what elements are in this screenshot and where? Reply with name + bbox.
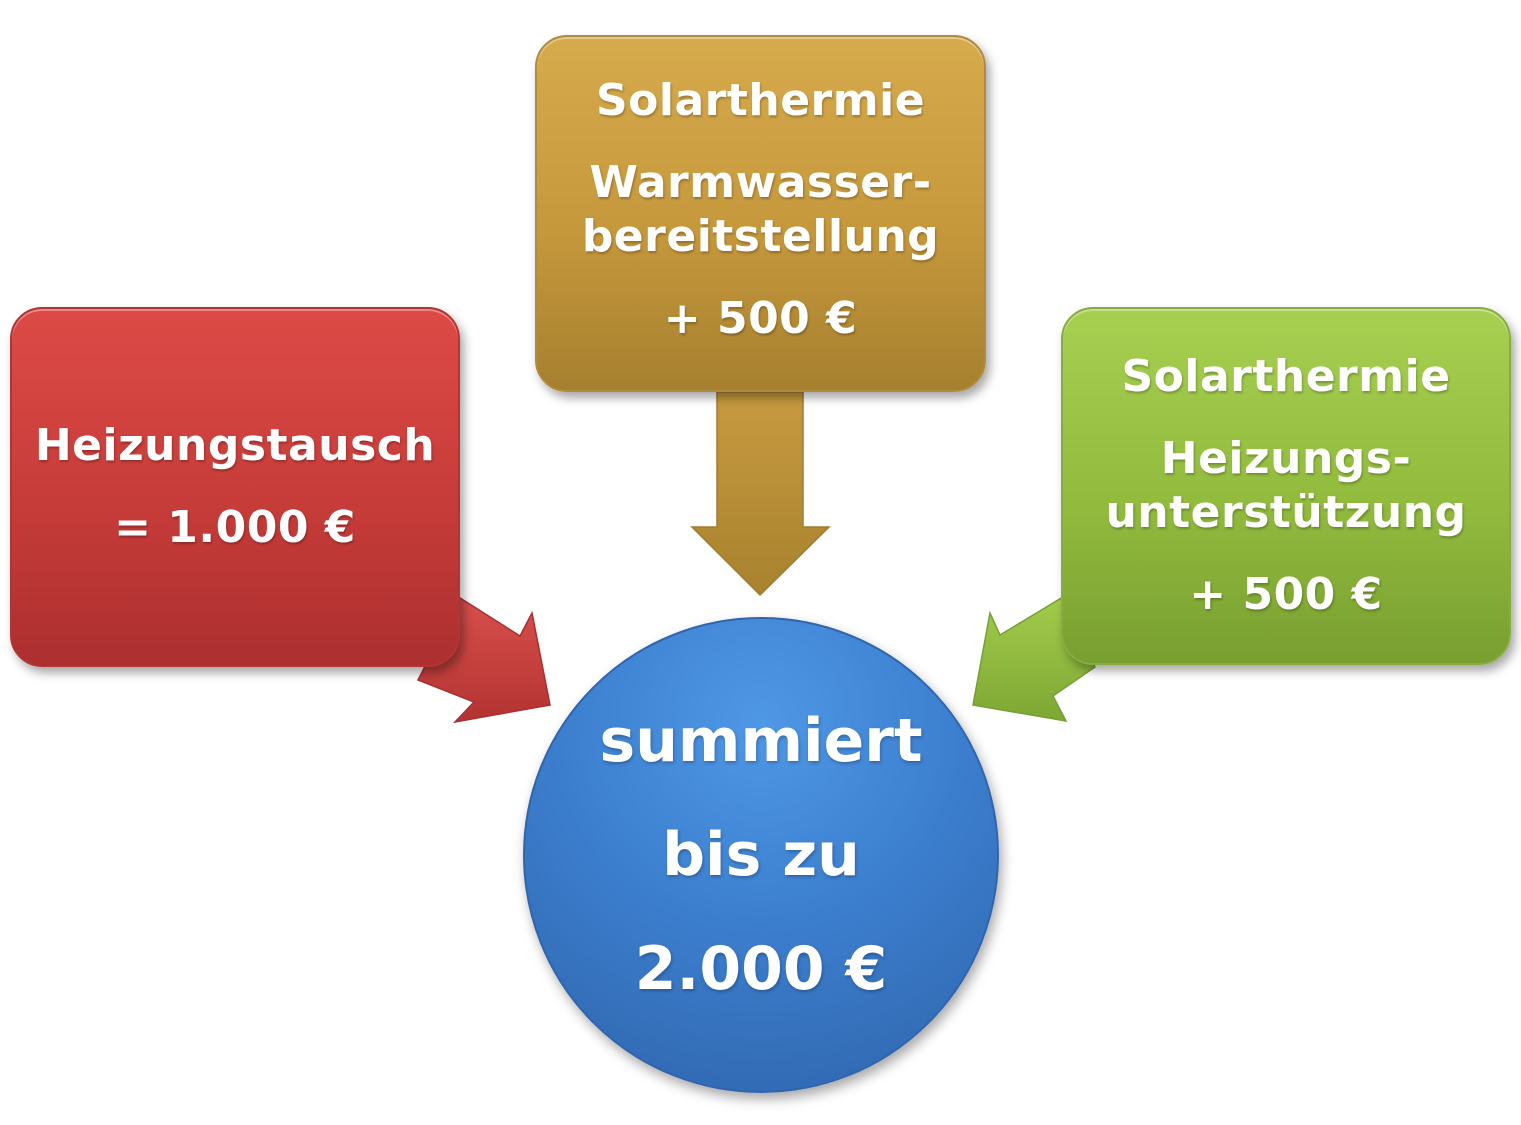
center-line-total: 2.000 €: [634, 934, 888, 1004]
box-heizung-title: Solarthermie: [1121, 351, 1451, 402]
box-heizungstausch-title: Heizungstausch: [34, 420, 436, 471]
box-warmwasser-line1: Warmwasser-: [589, 156, 932, 208]
box-heizung-line1: Heizungs-: [1160, 433, 1412, 484]
box-heizung-line2: unterstützung: [1105, 487, 1467, 538]
box-solarthermie-warmwasser: Solarthermie Warmwasser- bereitstellung …: [535, 35, 986, 392]
box-heizungstausch-amount: = 1.000 €: [114, 502, 356, 553]
box-heizung-amount: + 500 €: [1189, 569, 1383, 620]
center-line-bis-zu: bis zu: [662, 820, 860, 890]
center-line-summiert: summiert: [599, 706, 923, 776]
box-warmwasser-line2: bereitstellung: [581, 210, 940, 262]
box-warmwasser-title: Solarthermie: [595, 74, 926, 126]
center-sum-circle: summiert bis zu 2.000 €: [523, 617, 999, 1093]
box-warmwasser-amount: + 500 €: [663, 292, 858, 344]
box-solarthermie-heizung: Solarthermie Heizungs- unterstützung + 5…: [1061, 307, 1511, 665]
arrow-top-to-center: [690, 391, 831, 597]
box-heizungstausch: Heizungstausch = 1.000 €: [10, 307, 460, 667]
